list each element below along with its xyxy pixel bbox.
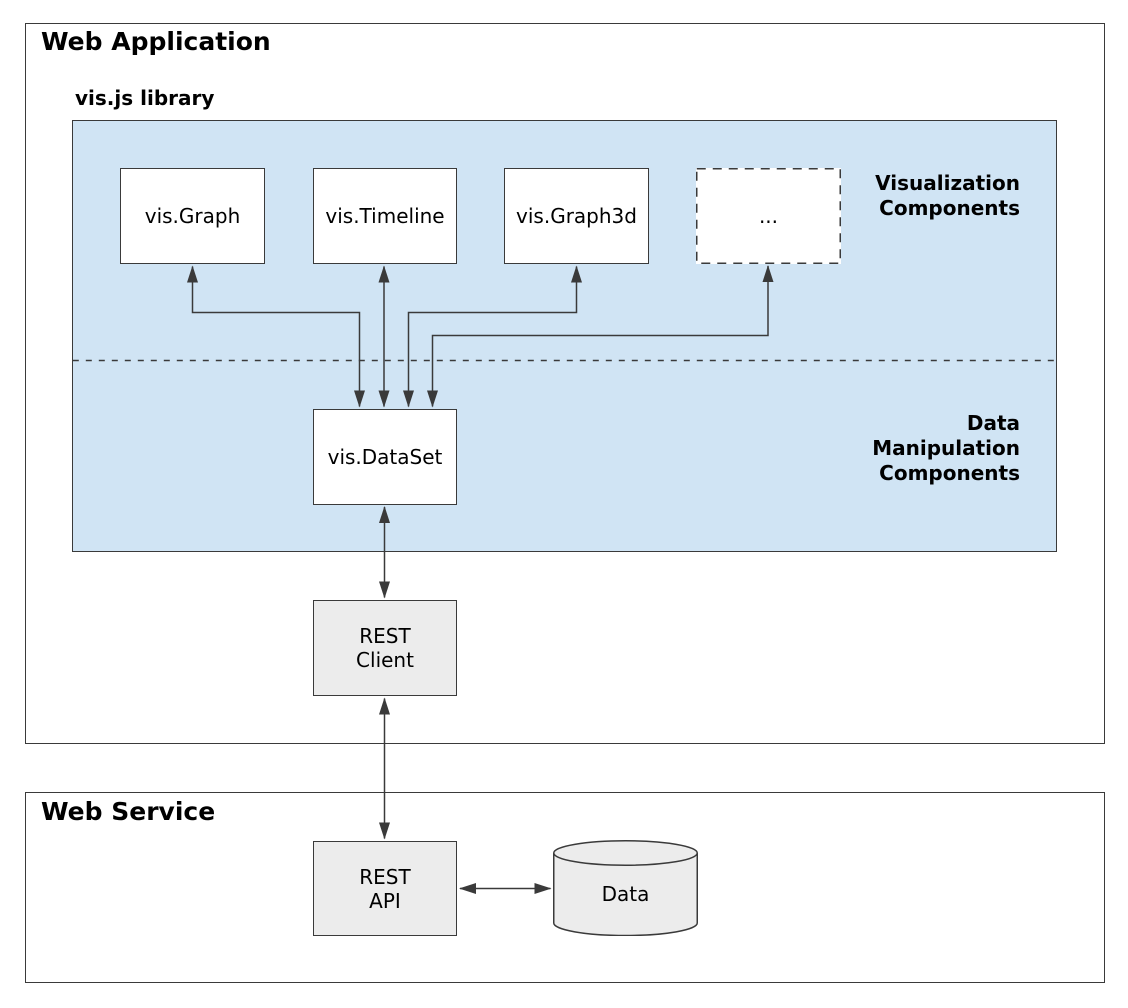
- component-label: vis.Graph3d: [516, 204, 637, 228]
- component-label: vis.Graph: [144, 204, 241, 228]
- web-service-box: [25, 792, 1105, 983]
- data-store-label: Data: [601, 882, 650, 906]
- web-application-title: Web Application: [41, 27, 271, 56]
- component-box-vis-graph: vis.Graph: [120, 168, 265, 264]
- web-service-title: Web Service: [41, 797, 216, 826]
- component-label: vis.Timeline: [325, 204, 445, 228]
- data-manipulation-components-label: Data Manipulation Components: [872, 411, 1020, 485]
- rest-client-label: REST Client: [356, 624, 414, 672]
- visualization-components-label: Visualization Components: [875, 171, 1020, 220]
- rest-client-box: REST Client: [313, 600, 457, 696]
- database-cylinder-icon: [553, 840, 698, 936]
- web-application-box: [25, 23, 1105, 744]
- component-box-vis-timeline: vis.Timeline: [313, 168, 457, 264]
- vis-library-title: vis.js library: [75, 86, 215, 110]
- rest-api-label: REST API: [359, 864, 411, 913]
- component-box-vis-graph3d: vis.Graph3d: [504, 168, 649, 264]
- rest-api-box: REST API: [313, 841, 457, 936]
- dataset-label: vis.DataSet: [327, 445, 443, 469]
- dataset-box: vis.DataSet: [313, 409, 457, 505]
